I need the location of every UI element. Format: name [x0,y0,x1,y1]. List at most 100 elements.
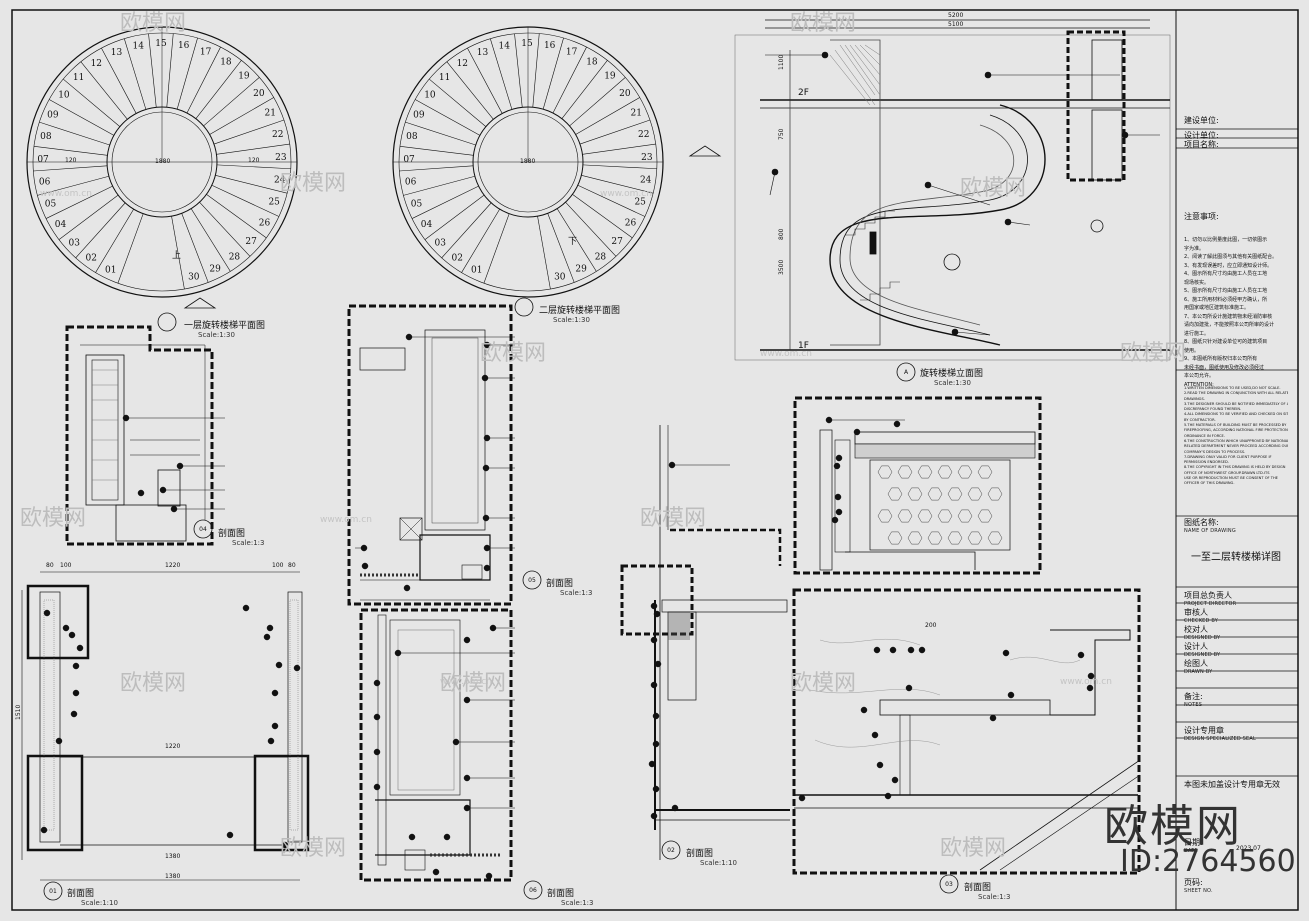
plan1-step-label: 18 [220,58,232,68]
tb-attention: ATTENTION: [1184,382,1214,388]
tb-note-1: 字为准。 [1184,245,1205,252]
hex-tile [897,465,913,479]
elev-level-2f: 2F [798,88,809,98]
tb-note-8: 用国家或地区建筑标准施工。 [1184,305,1250,311]
plan1-tread-line [216,143,290,155]
plan1-tread-line [101,47,137,114]
plan1-step-label: 16 [178,41,190,51]
svg-text:欧模网: 欧模网 [790,11,856,36]
plan2-step-label: 28 [595,252,607,262]
hex-tile [917,465,933,479]
hex-tile [927,487,943,501]
plan1-step-label: 03 [69,238,81,248]
section-06 [359,608,513,882]
plan2-step-label: 29 [575,264,587,274]
tb-sheet: 页码:SHEET NO. [1184,878,1213,894]
hex-tile [907,487,923,501]
tb-drawing-name-label: 图纸名称:NAME OF DRAWING [1184,518,1236,534]
plan1-tread-line [186,46,221,114]
plan2-tread-line [405,121,476,146]
hex-tile [987,487,1003,501]
tb-note-en-3: 3.THE DESIGNER SHOULD BE NOTIFIED IMMEDI… [1184,401,1288,406]
plan2-step-label: 20 [619,89,631,99]
plan1-step-label: 20 [253,89,265,99]
hex-tile [927,531,943,545]
tb-seal-note: 本图未加盖设计专用章无效 [1184,780,1280,789]
plan1-step-label: 19 [238,72,250,82]
plan2-step-label: 26 [625,218,637,228]
tb-date: 日期:DATE [1184,838,1203,854]
plan2-tread-line [532,33,540,108]
plan1-tread-line [216,164,291,170]
plan1-tread-line [209,97,274,135]
plan1-tread-line [176,37,198,110]
plan1-step-label: 30 [188,273,200,283]
plan1-step-label: 24 [274,176,286,186]
elevation-leaders [765,51,1160,336]
plan1-tread-line [39,121,110,146]
hex-tile [977,509,993,523]
sec01-tag: 01 [49,888,57,895]
tb-note-en-15: 8.THE COPYRIGHT IN THIS DRAWING IS HELD … [1184,465,1286,470]
tb-note-en-18: OFFICER OF THIS DRAWING. [1184,481,1235,486]
titleblock-rules [1176,128,1298,777]
plan1-tread-line [123,38,147,110]
tb-note-en-14: PERMISSION ENDORSED. [1184,460,1229,465]
sec04-tag: 04 [199,526,207,533]
svg-text:欧模网: 欧模网 [640,506,706,531]
sec03-tag: 03 [945,881,953,888]
tb-note-en-4: DISCREPANCY FOUND THEREIN. [1184,407,1242,412]
title-block: 建设单位: 设计单位: 项目名称: 注意事项: 1、切勿以比例量度此图，一切依图… [1176,12,1296,910]
tb-note-6: 5、图示所有尺寸均由施工人员在工地 [1184,288,1268,294]
plan2-step-label: 24 [640,176,652,186]
svg-text:欧模网: 欧模网 [790,671,856,696]
svg-text:www.om.cn: www.om.cn [440,677,492,687]
hex-tile [967,531,983,545]
svg-text:www.om.cn: www.om.cn [760,349,812,359]
plan2-tread-line [411,185,479,219]
svg-text:欧模网: 欧模网 [1120,341,1186,366]
plan2-tread-line [542,37,564,110]
plan2-tread-line [399,165,474,172]
tb-design-unit: 设计单位: [1184,131,1219,140]
plan1-step-label: 07 [37,155,49,165]
tb-note-16: 本公司允许。 [1184,373,1215,379]
plan1-tread-line [33,145,108,156]
plan1-step-label: 02 [85,254,96,264]
elevation-view [734,19,1171,361]
svg-text:欧模网: 欧模网 [120,671,186,696]
elev-dim-1100: 1100 [778,55,785,70]
tb-notes: 1、切勿以比例量度此图，一切依图示 字为准。2、阅读了解此图须与其他有关图纸配合… [1184,236,1288,381]
plan1-step-label: 08 [40,132,52,142]
hex-tile [937,465,953,479]
plan1-dim-1880: 1880 [155,158,170,165]
hex-tile [947,531,963,545]
plan2-step-label: 08 [406,132,418,142]
section-02 [620,425,790,860]
tb-note-en-10: 6.THE CONSTRUCTION WHICH UNAPPROVED BY N… [1184,438,1288,443]
plan1-up-label: 上 [172,250,181,261]
tb-note-13: 使用。 [1184,347,1200,354]
plan2-step-label: 03 [435,238,447,248]
tb-construction-unit: 建设单位: [1184,116,1219,125]
elev-dim-3500: 3500 [778,260,785,275]
plan2-tread-line [441,202,492,259]
plan1-step-label: 01 [105,265,116,275]
watermarks: 欧模网 欧模网 欧模网 欧模网 欧模网 欧模网 欧模网 欧模网 欧模网 欧模网 … [20,11,1186,861]
plan2-step-label: 25 [634,198,646,208]
svg-text:www.om.cn: www.om.cn [320,515,372,525]
plan1-step-label: 27 [245,237,257,247]
hex-tile [937,509,953,523]
plan1-tread-line [33,165,108,172]
plan2-step-label: 04 [421,220,433,230]
sec01-dim-1220: 1220 [165,562,180,569]
plan1-step-label: 29 [209,264,221,274]
plan1-tread-line [213,119,285,145]
plan1-step-label: 09 [47,111,59,121]
